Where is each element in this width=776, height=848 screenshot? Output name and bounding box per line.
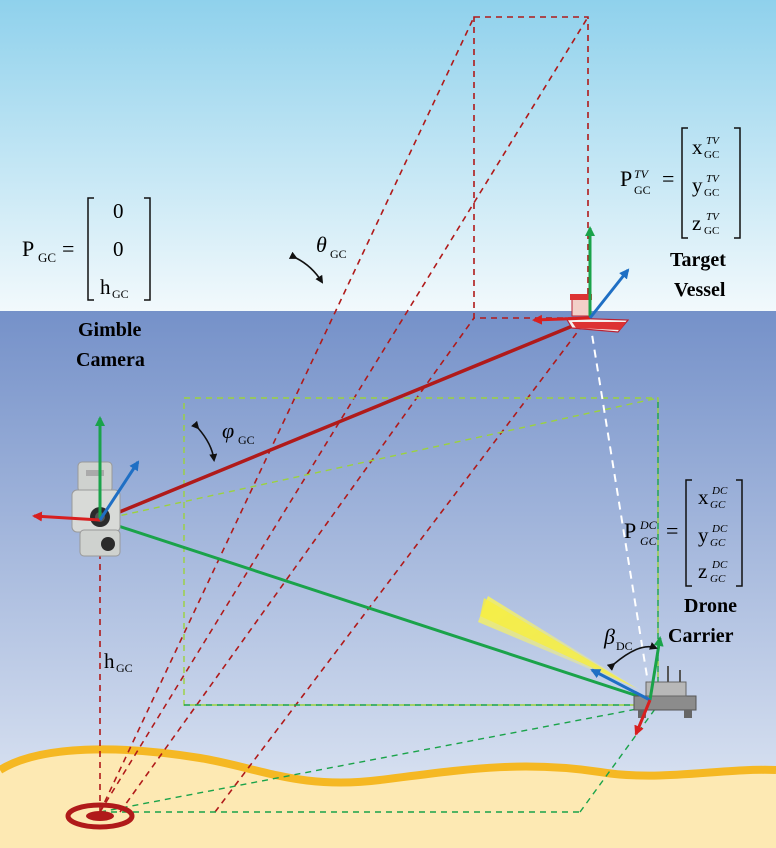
gimbal-matrix-left-bracket <box>87 197 94 301</box>
gimbal-y-entry: 0 <box>113 237 124 261</box>
drone-z-entry: z <box>698 559 707 583</box>
drone-title-line2: Carrier <box>668 625 734 647</box>
beta-label: β <box>603 624 615 649</box>
drone-x-entry: x <box>698 485 709 509</box>
gimbal-to-target-vector <box>99 316 593 522</box>
svg-text:GC: GC <box>704 225 719 237</box>
phi-sub: GC <box>238 433 255 447</box>
gimbal-title-line2: Camera <box>76 349 145 371</box>
height-label: h <box>104 649 115 673</box>
target-P-sup: TV <box>634 167 650 181</box>
target-drone-link <box>589 321 651 696</box>
drone-y-entry: y <box>698 523 709 547</box>
gimbal-eq: = <box>62 236 74 261</box>
svg-text:DC: DC <box>711 559 728 571</box>
gimbal-title-line1: Gimble <box>78 319 141 341</box>
drone-eq: = <box>666 518 678 543</box>
svg-text:DC: DC <box>711 485 728 497</box>
gimbal-y-axis <box>98 460 140 521</box>
svg-text:GC: GC <box>710 573 726 585</box>
phi-label: φ <box>222 418 234 443</box>
target-eq: = <box>662 166 674 191</box>
svg-text:TV: TV <box>706 173 720 185</box>
gimbal-P-sub: GC <box>38 250 56 265</box>
gimbal-position-equation: P GC = 0 0 h GC <box>22 197 151 301</box>
target-z-entry: z <box>692 211 701 235</box>
gimbal-fov-frustum <box>99 16 589 813</box>
shore-sand <box>0 749 776 848</box>
target-matrix-right-bracket <box>734 127 741 239</box>
drone-title-line1: Drone <box>684 595 737 617</box>
target-vessel-icon <box>564 294 630 333</box>
svg-text:GC: GC <box>704 187 719 199</box>
drone-P-sub: GC <box>640 534 658 548</box>
drone-P-sup: DC <box>639 518 658 532</box>
ground-target-marker <box>65 802 135 830</box>
gimbal-P-label: P <box>22 236 34 261</box>
svg-text:TV: TV <box>706 211 720 223</box>
target-x-entry: x <box>692 135 703 159</box>
phi-angle-arc <box>191 420 218 462</box>
drone-carrier-icon <box>633 666 697 718</box>
svg-text:DC: DC <box>711 523 728 535</box>
target-title-line1: Target <box>670 249 726 271</box>
target-x-axis <box>532 314 591 325</box>
target-P-sub: GC <box>634 183 651 197</box>
target-y-entry: y <box>692 173 703 197</box>
drone-P-label: P <box>624 518 636 543</box>
svg-text:GC: GC <box>710 499 726 511</box>
drone-x-axis <box>634 699 652 736</box>
height-sub: GC <box>116 661 133 675</box>
target-matrix-left-bracket <box>681 127 688 239</box>
sky-background <box>0 0 776 311</box>
target-P-label: P <box>620 166 632 191</box>
shore-line <box>0 745 776 787</box>
gimbal-x-axis <box>32 511 101 522</box>
drone-y-axis <box>590 668 651 702</box>
theta-label: θ <box>316 232 327 257</box>
beta-sub: DC <box>616 639 633 653</box>
gimbal-x-entry: 0 <box>113 199 124 223</box>
beta-angle-arc <box>606 642 658 671</box>
svg-text:GC: GC <box>710 537 726 549</box>
drone-matrix-right-bracket <box>736 479 743 587</box>
drone-matrix-left-bracket <box>685 479 692 587</box>
gimbal-matrix-right-bracket <box>144 197 151 301</box>
gimbal-to-drone-vector <box>99 518 651 702</box>
target-position-equation: P TV GC = x TV GC y TV GC z TV GC <box>620 127 741 239</box>
gimbal-h-entry: h <box>100 275 111 299</box>
theta-sub: GC <box>330 247 347 261</box>
svg-text:TV: TV <box>706 135 720 147</box>
svg-text:GC: GC <box>704 149 719 161</box>
drone-ground-projection <box>99 398 659 813</box>
target-title-line2: Vessel <box>674 279 726 301</box>
drone-position-equation: P DC GC = x DC GC y DC GC z DC GC <box>624 479 743 587</box>
theta-angle-arc <box>288 251 324 284</box>
target-y-axis <box>588 268 630 319</box>
gimbal-h-entry-sub: GC <box>112 287 129 301</box>
